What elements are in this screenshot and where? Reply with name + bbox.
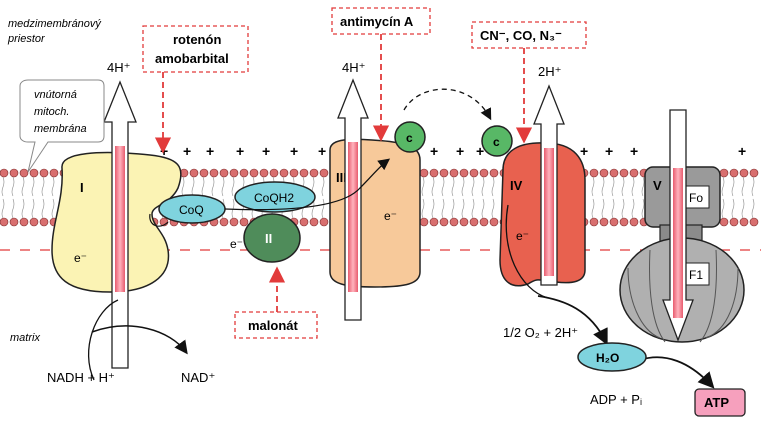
inhibitor-rotenone: rotenón amobarbital [142,25,249,154]
nadh-label: NADH + H⁺ [47,370,115,385]
inhibitor-antimycin: antimycín A [331,7,431,142]
cyt-c-label-1: c [406,131,413,145]
plus-sign: + [262,143,270,159]
plus-sign: + [206,143,214,159]
cytochrome-c: c c [394,88,513,157]
complex-III: III e⁻ [329,138,421,288]
complex-V-label: V [653,178,662,193]
plus-sign: + [738,143,746,159]
plus-sign: + [456,143,464,159]
plus-sign: + [318,143,326,159]
complex-III-electron: e⁻ [384,209,397,223]
adp-label: ADP + Pᵢ [590,392,642,407]
inhibitor-malonate: malonát [234,266,318,339]
proton-label-III: 4H⁺ [342,60,365,75]
plus-sign: + [236,143,244,159]
plus-sign: + [290,143,298,159]
inner-membrane-label-1: vnútorná [34,89,77,101]
plus-sign: + [605,143,613,159]
plus-sign: + [430,143,438,159]
f1-label: F1 [689,268,703,282]
plus-sign: + [630,143,638,159]
membrane-callout: vnútorná mitoch. membrána [19,79,105,173]
oxygen-label: 1/2 O₂ + 2H⁺ [503,325,578,340]
atp-label: ATP [704,395,729,410]
complex-I-label: I [80,180,84,195]
proton-label-IV: 2H⁺ [538,64,561,79]
coq-label: CoQ [179,203,204,217]
complex-IV-label: IV [510,178,523,193]
complex-I-electron: e⁻ [74,251,87,265]
intermembrane-label-2: priestor [7,33,46,45]
intermembrane-label-1: medzimembránový [8,18,102,30]
products: H₂O ATP [577,342,746,417]
complex-II: II e⁻ [230,213,301,263]
electron-flow [87,158,715,389]
malonate-label: malonát [248,318,299,333]
plus-sign: + [183,143,191,159]
cyanide-label: CN⁻, CO, N₃⁻ [480,28,562,43]
complex-II-label: II [265,231,272,246]
fo-label: Fo [689,191,703,205]
amobarbital-label: amobarbital [155,51,229,66]
matrix-label: matrix [10,332,40,344]
water-label: H₂O [596,351,619,365]
complex-IV-electron: e⁻ [516,229,529,243]
plus-sign: + [476,143,484,159]
proton-arrows [103,78,694,369]
rotenone-label: rotenón [173,32,221,47]
antimycin-label: antimycín A [340,14,414,29]
complex-II-electron: e⁻ [230,237,243,251]
nad-label: NAD⁺ [181,370,215,385]
inner-membrane-label-2: mitoch. [34,106,69,118]
complex-III-label: III [336,170,347,185]
coqh2-label: CoQH2 [254,191,294,205]
coenzyme-q: CoQ CoQH2 [158,181,316,224]
inner-membrane-label-3: membrána [34,123,87,135]
inhibitor-cyanide: CN⁻, CO, N₃⁻ [471,21,587,144]
plus-sign: + [580,143,588,159]
cyt-c-label-2: c [493,135,500,149]
positive-charges: ++++++++++++++ [160,143,746,159]
proton-label-I: 4H⁺ [107,60,130,75]
